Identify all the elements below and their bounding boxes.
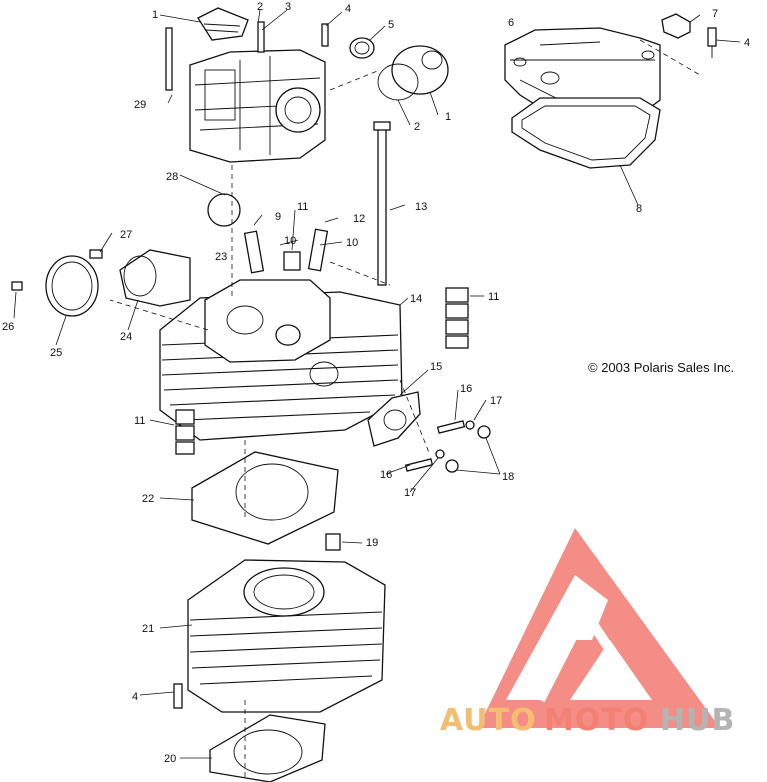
callout-21: 21: [142, 623, 154, 635]
logo-text-hub: HUB: [660, 703, 735, 738]
logo-text-moto: MOTO: [544, 703, 649, 738]
callout-13: 13: [415, 201, 427, 213]
callout-1-breather: 1: [152, 9, 158, 21]
callout-6: 6: [508, 17, 514, 29]
small-bolts-26-27: [11, 249, 103, 291]
assembly-lines: [109, 39, 701, 780]
dowel-blocks-11: [175, 287, 469, 455]
callout-16-lower: 16: [380, 469, 392, 481]
inspection-cap-1: [391, 45, 449, 95]
exhaust-gasket-15: [367, 391, 421, 447]
callout-2-oring: 2: [414, 121, 420, 133]
dowel-19: [325, 533, 341, 551]
washers-17-nuts-18: [435, 420, 491, 473]
callout-11-top: 11: [297, 201, 308, 213]
base-gasket: [209, 714, 326, 782]
callout-9: 9: [275, 211, 281, 223]
callout-28: 28: [166, 171, 178, 183]
callout-11-left: 11: [134, 415, 145, 427]
valve-guides: [243, 228, 329, 274]
cylinder-head: [159, 279, 403, 441]
callout-12: 12: [353, 213, 365, 225]
valve-cover-gasket: [511, 97, 661, 169]
callout-17-lower: 17: [404, 487, 416, 499]
callout-26: 26: [2, 321, 14, 333]
callout-4-cover: 4: [744, 37, 750, 49]
automotohub-logo: AUTO MOTO HUB: [440, 528, 735, 738]
callout-10-left: 10: [284, 235, 296, 247]
callout-10-right: 10: [346, 237, 358, 249]
logo-text-auto: AUTO: [440, 703, 537, 738]
exhaust-studs-16: [404, 420, 466, 472]
intake-boot-24: [119, 249, 191, 307]
callout-1-cap: 1: [445, 111, 451, 123]
callout-22: 22: [142, 493, 154, 505]
clamp-25: [45, 255, 99, 317]
callout-11-right: 11: [488, 291, 499, 303]
tensioner-cap-5: [349, 37, 375, 59]
callout-18: 18: [502, 471, 514, 483]
bolt-4-lower: [173, 683, 183, 709]
callout-8: 8: [636, 203, 642, 215]
breather-cap: [197, 7, 249, 41]
logo-inner-stroke: [535, 602, 625, 703]
callout-23: 23: [215, 251, 227, 263]
callout-16-upper: 16: [460, 383, 472, 395]
callout-27: 27: [120, 229, 132, 241]
callout-7: 7: [712, 8, 718, 20]
callout-labels: 1 2 3 4 5 1 2 6 7 4 8 29 28 23 9 11 12 1…: [2, 1, 750, 765]
callout-24: 24: [120, 331, 132, 343]
plug-23: [207, 193, 241, 227]
copyright-notice: © 2003 Polaris Sales Inc.: [588, 360, 734, 375]
cover-bolt-fitting: [661, 13, 717, 58]
callout-15: 15: [430, 361, 442, 373]
head-gasket: [191, 451, 339, 545]
callout-4-top: 4: [345, 3, 351, 15]
callout-20: 20: [164, 753, 176, 765]
callout-17-upper: 17: [490, 395, 502, 407]
head-stud-13: [373, 121, 391, 286]
callout-4-lower: 4: [132, 691, 138, 703]
callout-25: 25: [50, 347, 62, 359]
callout-3: 3: [285, 1, 291, 13]
callout-5: 5: [388, 19, 394, 31]
callout-2-top: 2: [257, 1, 263, 13]
leader-lines: [13, 9, 741, 759]
bolts-top: [165, 21, 329, 91]
callout-14: 14: [410, 293, 422, 305]
cylinder: [187, 559, 386, 713]
callout-29: 29: [134, 99, 146, 111]
callout-19: 19: [366, 537, 378, 549]
cam-housing: [189, 49, 326, 163]
